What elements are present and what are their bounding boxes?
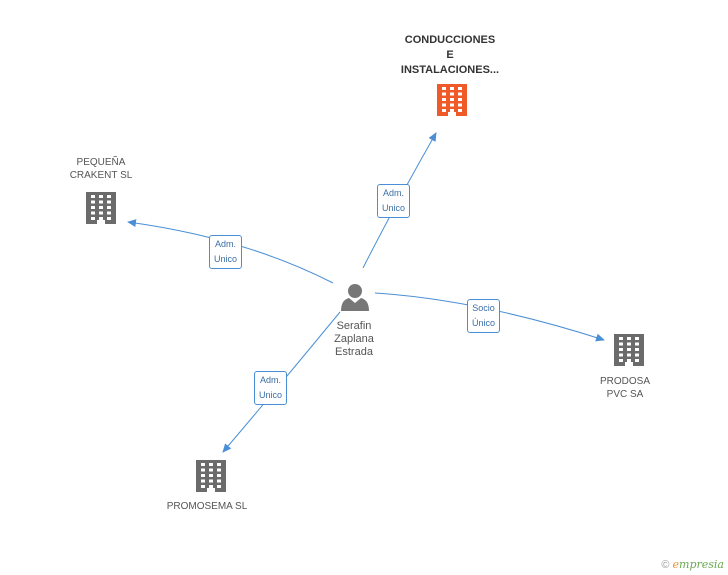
copyright-icon: © [661, 559, 670, 571]
node-label-conducciones[interactable]: CONDUCCIONES E INSTALACIONES... [400, 34, 500, 76]
person-name-label[interactable]: Serafin Zaplana Estrada [334, 320, 374, 358]
building-icon-prodosa[interactable] [614, 334, 644, 366]
building-icon-pequena[interactable] [86, 192, 116, 224]
edge-label-pequena: Adm.Unico [209, 235, 243, 269]
brand-logo: empresia [672, 558, 724, 571]
node-label-promosema[interactable]: PROMOSEMA SL [166, 501, 248, 512]
building-icon-promosema[interactable] [196, 460, 226, 492]
edge-label-promosema: Adm.Unico [254, 371, 288, 405]
footer-brand[interactable]: © empresia [661, 558, 724, 571]
edge-label-conducciones: Adm.Unico [377, 184, 411, 218]
building-icon-conducciones[interactable] [437, 84, 467, 116]
node-label-prodosa[interactable]: PRODOSA PVC SA [599, 376, 650, 400]
person-icon[interactable] [341, 284, 369, 311]
node-label-pequena[interactable]: PEQUEÑA CRAKENT SL [69, 157, 133, 181]
